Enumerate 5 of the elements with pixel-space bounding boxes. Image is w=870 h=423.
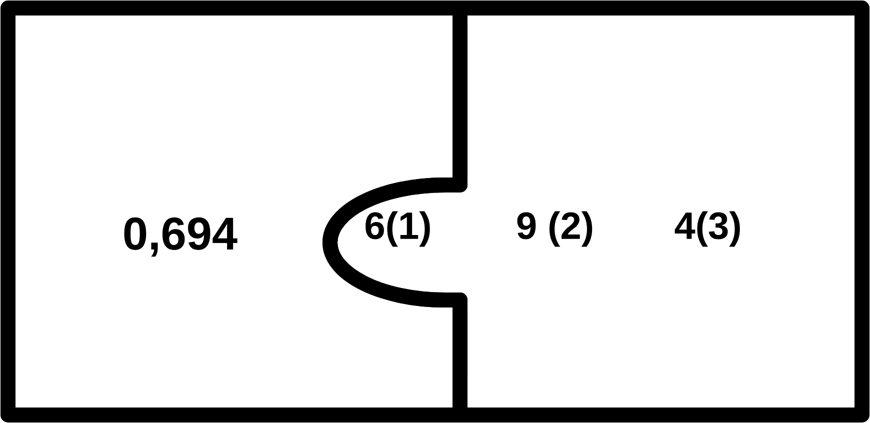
value-label: 4(3) xyxy=(674,211,740,247)
puzzle-piece xyxy=(322,0,870,422)
value-label: 0,694 xyxy=(124,217,238,257)
value-label: 6(1) xyxy=(366,211,430,247)
value-label: 9 (2) xyxy=(517,211,592,247)
